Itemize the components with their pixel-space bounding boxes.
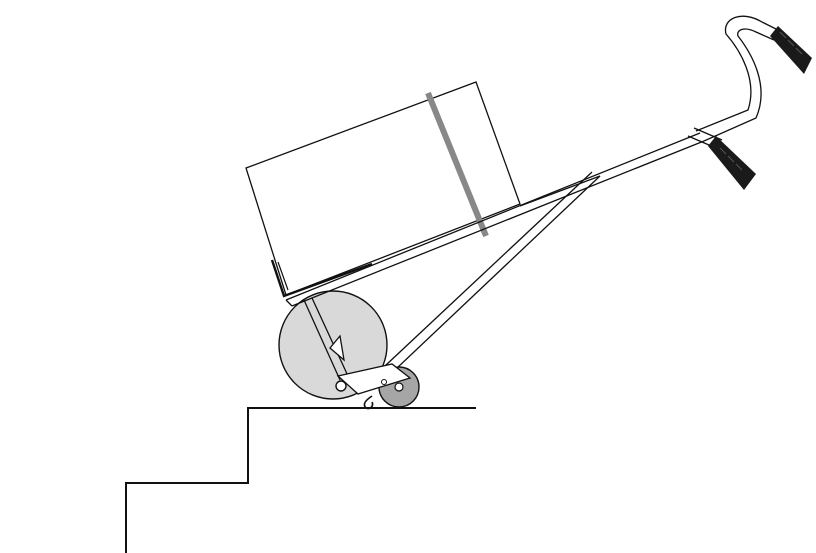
- diagonal-brace: [369, 171, 601, 387]
- upper-grip-icon: [770, 26, 812, 74]
- toe-plate: [270, 259, 373, 298]
- handle-bar: [695, 15, 779, 142]
- brake-tab: [329, 334, 345, 362]
- frame-rails: [285, 132, 705, 307]
- hook-icon: [363, 395, 374, 410]
- staircase: [125, 407, 476, 553]
- box-strap: [425, 91, 489, 238]
- lower-frame: [303, 297, 349, 381]
- axle-bracket: [335, 363, 412, 395]
- cargo-box: [245, 81, 521, 296]
- lower-grip-icon: [708, 136, 756, 190]
